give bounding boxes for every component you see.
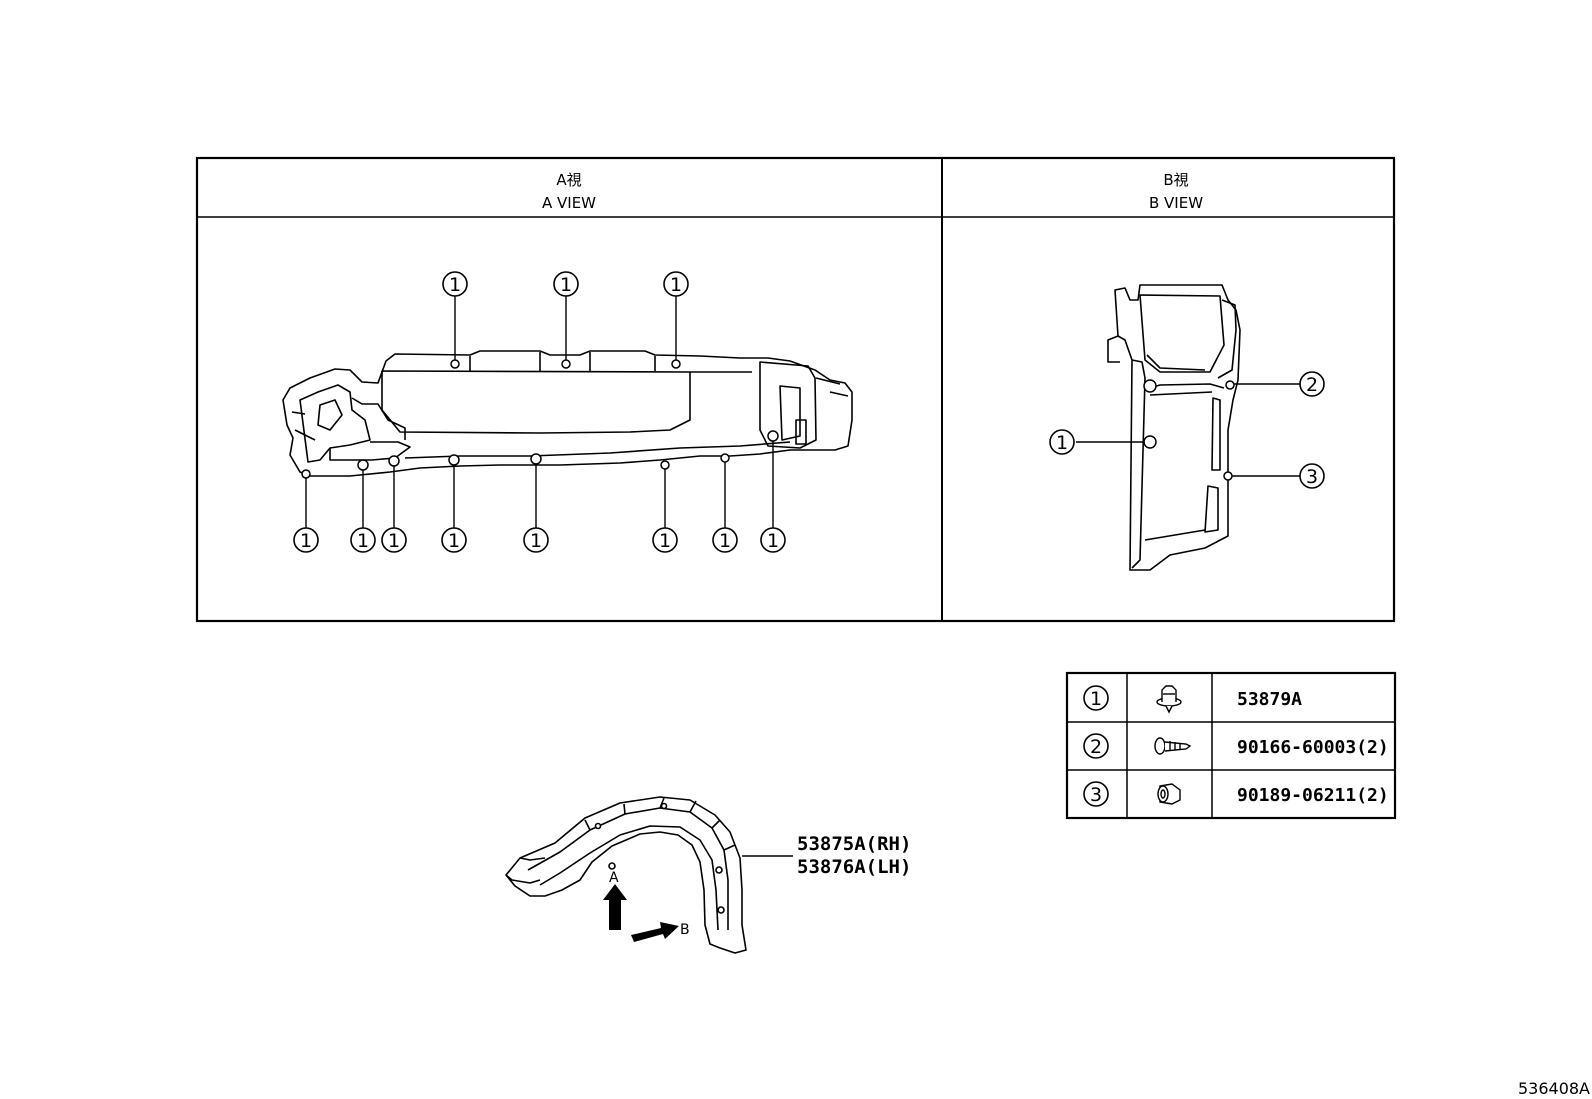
clip-icon	[1156, 685, 1182, 714]
svg-text:1: 1	[719, 530, 731, 552]
view-arrow-a: A	[603, 870, 627, 930]
svg-text:1: 1	[448, 530, 460, 552]
fender-liner-illustration	[505, 796, 747, 954]
svg-text:3: 3	[1306, 466, 1318, 488]
svg-text:1: 1	[357, 530, 369, 552]
svg-text:1: 1	[670, 274, 682, 296]
callout-marker: 1	[760, 527, 786, 553]
view-frame	[195, 156, 1396, 623]
b-view-title-jp: B視	[1163, 171, 1188, 189]
part-label-rh: 53875A(RH)	[797, 833, 911, 855]
screw-icon	[1154, 737, 1192, 755]
fastener-row: 1 53879A	[1083, 685, 1302, 714]
callout-marker: 1	[1049, 429, 1075, 455]
callout-marker: 1	[663, 271, 689, 297]
svg-text:3: 3	[1090, 784, 1102, 806]
main-part-labels: 53875A(RH) 53876A(LH)	[797, 833, 911, 878]
callout-marker: 2	[1299, 371, 1325, 397]
part-number: 90166-60003(2)	[1237, 737, 1389, 758]
b-view-liner-drawing	[1107, 284, 1241, 571]
arrow-b-label: B	[680, 922, 690, 938]
callout-marker: 1	[553, 271, 579, 297]
fastener-table	[1065, 671, 1397, 820]
svg-text:1: 1	[449, 274, 461, 296]
callout-marker: 1	[381, 527, 407, 553]
view-arrow-b: B	[631, 922, 690, 942]
callout-marker: 1	[442, 271, 468, 297]
b-view-leaders	[1076, 383, 1300, 477]
callout-marker: 3	[1083, 781, 1109, 807]
part-number: 53879A	[1237, 689, 1302, 710]
svg-text:1: 1	[1056, 432, 1068, 454]
a-view-liner-drawing	[282, 350, 853, 477]
part-number: 90189-06211(2)	[1237, 785, 1389, 806]
nut-icon	[1157, 783, 1181, 805]
callout-marker: 1	[523, 527, 549, 553]
svg-text:2: 2	[1090, 736, 1102, 758]
b-view-callouts: 1 2 3	[1049, 371, 1325, 489]
fastener-row: 2 90166-60003(2)	[1083, 733, 1389, 759]
arrow-a-label: A	[609, 870, 619, 886]
callout-marker: 3	[1299, 463, 1325, 489]
callout-marker: 1	[293, 527, 319, 553]
svg-text:1: 1	[300, 530, 312, 552]
a-view-callouts-bottom: 1 1 1 1 1 1 1 1	[293, 527, 786, 553]
svg-text:2: 2	[1306, 374, 1318, 396]
callout-marker: 1	[712, 527, 738, 553]
callout-marker: 2	[1083, 733, 1109, 759]
part-label-lh: 53876A(LH)	[797, 856, 911, 878]
drawing-number: 536408A	[1518, 1079, 1590, 1098]
svg-text:1: 1	[767, 530, 779, 552]
callout-marker: 1	[441, 527, 467, 553]
callout-marker: 1	[652, 527, 678, 553]
a-view-leaders	[305, 296, 774, 528]
svg-text:1: 1	[659, 530, 671, 552]
b-view-clip-holes	[1143, 379, 1235, 481]
callout-marker: 1	[1083, 685, 1109, 711]
a-view-title-en: A VIEW	[542, 194, 596, 212]
b-view-title-en: B VIEW	[1149, 194, 1203, 212]
a-view-title-jp: A視	[556, 171, 581, 189]
svg-text:1: 1	[388, 530, 400, 552]
a-view-header: A視 A VIEW	[542, 171, 596, 212]
svg-text:1: 1	[530, 530, 542, 552]
fastener-row: 3 90189-06211(2)	[1083, 781, 1389, 807]
svg-text:1: 1	[560, 274, 572, 296]
callout-marker: 1	[350, 527, 376, 553]
svg-text:1: 1	[1090, 688, 1102, 710]
b-view-header: B視 B VIEW	[1149, 171, 1203, 212]
a-view-callouts-top: 1 1 1	[442, 271, 689, 297]
